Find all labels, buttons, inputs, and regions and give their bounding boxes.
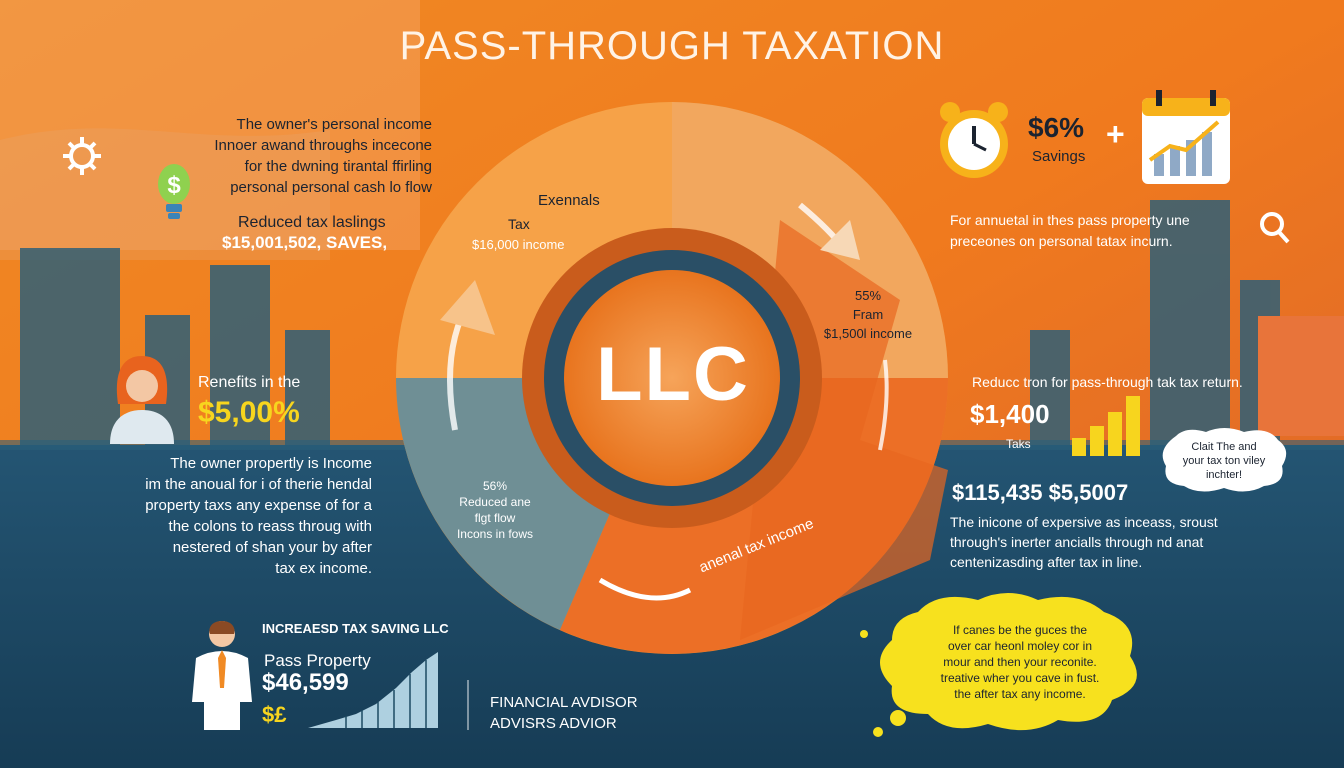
bottom-right-bubble-text: If canes be the guces the over car heonl… <box>920 622 1120 702</box>
top-right-desc: For annuetal in thes pass property une p… <box>950 210 1250 252</box>
bar-chart-icon <box>1072 396 1140 456</box>
right-mid-value: $1,400 <box>970 399 1050 429</box>
woman-avatar-icon <box>110 356 174 444</box>
ring-tax-label: Tax <box>508 216 530 232</box>
thought-line: treative wher you cave in fust. <box>940 671 1100 685</box>
thought-line: If canes be the guces the <box>952 623 1088 637</box>
man-avatar-icon <box>192 621 252 730</box>
left-lower-line: property taxs any expense of for a <box>145 497 372 514</box>
right-mid-header: Reducc tron for pass-through tak tax ret… <box>972 374 1243 390</box>
ring-right-value: $1,500l income <box>823 326 913 341</box>
thought-bubble <box>860 593 1137 737</box>
plus-sign: + <box>1106 116 1125 152</box>
ring-left-block: 56% Reduced ane flgt flow Incons in fows <box>440 478 550 542</box>
benefits-value: $5,00% <box>198 396 300 429</box>
bottom-mid-line: ADVISRS ADVIOR <box>490 715 617 732</box>
alarm-clock-icon <box>940 102 1008 178</box>
benefits-label: Renefits in the <box>198 374 301 391</box>
reduced-label: Reduced tax laslings <box>238 214 386 231</box>
left-lower-line: im the anoual for i of therie hendal <box>145 476 372 493</box>
bottom-left-label: Pass Property <box>264 651 371 670</box>
left-lower-line: tax ex income. <box>275 560 372 577</box>
ring-left-pct: 56% <box>482 479 508 493</box>
left-lower-line: The owner propertly is Income <box>170 455 372 472</box>
ring-left-line: flgt flow <box>474 511 516 525</box>
bottom-left-header: INCREAESD TAX SAVING LLC <box>262 621 449 636</box>
right-bubble-text: Clait The and your tax ton viley inchter… <box>1162 440 1286 482</box>
ring-left-line: Reduced ane <box>459 495 531 509</box>
savings-pct: $6% <box>1028 112 1085 143</box>
right-lower-text: The inicone of expersive as inceass, sro… <box>950 512 1280 572</box>
right-lower-line: The inicone of expersive as inceass, sro… <box>950 514 1218 530</box>
ring-right-pct: 55% <box>854 288 882 303</box>
right-lower-value: $115,435 $5,5007 <box>952 480 1129 505</box>
gear-icon <box>63 137 101 175</box>
top-left-line: for the dwning tirantal ffirling <box>244 158 432 175</box>
ring-left-line: Incons in fows <box>456 527 534 541</box>
magnifier-icon <box>1260 212 1290 244</box>
left-lower-line: the colons to reass throug with <box>168 518 372 535</box>
center-llc-label: LLC <box>596 332 750 417</box>
bottom-mid-text: FINANCIAL AVDISOR ADVISRS ADVIOR <box>490 692 638 734</box>
growth-chart-icon <box>308 652 438 728</box>
speech-bubble <box>1162 428 1287 492</box>
top-left-text: The owner's personal income Innoer awand… <box>150 114 432 198</box>
ring-right-label: Fram <box>852 307 884 322</box>
right-mid-sub: Taks <box>1006 437 1031 451</box>
bubble-line: your tax ton viley <box>1182 455 1266 467</box>
left-lower-text: The owner propertly is Income im the ano… <box>90 453 372 579</box>
top-left-line: Innoer awand throughs incecone <box>214 137 432 154</box>
right-lower-line: centenizasding after tax in line. <box>950 554 1143 570</box>
reduced-value: $15,001,502, SAVES, <box>222 233 388 252</box>
top-right-desc-line: For annuetal in thes pass property une <box>950 212 1190 228</box>
right-lower-line: through's inerter ancialls through nd an… <box>950 534 1204 550</box>
thought-line: mour and then your reconite. <box>943 655 1097 669</box>
ring-tax-value: $16,000 income <box>472 237 565 252</box>
bubble-line: inchter! <box>1205 469 1243 481</box>
top-right-desc-line: preceones on personal tatax incurn. <box>950 233 1173 249</box>
top-left-line: personal personal cash lo flow <box>230 179 432 196</box>
bottom-left-value: $46,599 <box>262 669 349 696</box>
page-title: PASS-THROUGH TAXATION <box>399 24 945 68</box>
bubble-line: Clait The and <box>1191 441 1257 453</box>
bottom-mid-line: FINANCIAL AVDISOR <box>490 694 638 711</box>
ring-top-label: Exennals <box>538 192 600 209</box>
savings-label: Savings <box>1032 148 1086 165</box>
bottom-left-symbol: $£ <box>262 702 287 727</box>
ring-right-block: 55% Fram $1,500l income <box>808 286 928 343</box>
thought-line: over car heonl moley cor in <box>947 639 1093 653</box>
dollar-bulb-icon: $ <box>158 164 190 219</box>
top-left-line: The owner's personal income <box>236 116 432 133</box>
thought-line: the after tax any income. <box>954 687 1086 701</box>
svg-text:$: $ <box>167 172 181 199</box>
calendar-chart-icon <box>1142 90 1230 184</box>
left-lower-line: nestered of shan your by after <box>172 539 372 556</box>
